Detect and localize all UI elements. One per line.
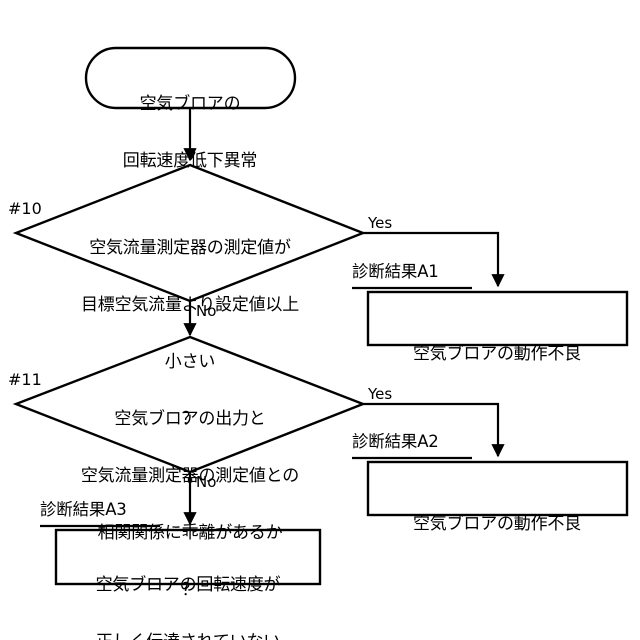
decision-11-no-label: No <box>196 473 217 491</box>
result-a3-label: 診断結果A3 <box>40 500 127 519</box>
connector-d11-yes <box>363 402 505 458</box>
result-a2-text: 空気ブロアの動作不良 <box>372 477 622 572</box>
result-a2-shape <box>366 460 629 517</box>
start-node-line-1: 空気ブロアの <box>139 94 241 115</box>
result-a1-text: 空気ブロアの動作不良 <box>372 307 622 402</box>
decision-10-no-label: No <box>196 302 217 320</box>
result-a1-shape <box>366 290 629 347</box>
result-a3-line-1: 空気ブロアの回転速度が <box>95 575 281 596</box>
decision-11-line-3: 相関関係に乖離があるか <box>97 523 283 544</box>
connector-d10-yes <box>363 231 505 288</box>
result-a3-shape <box>54 528 322 586</box>
decision-10-line-1: 空気流量測定器の測定値が <box>89 238 291 259</box>
decision-11-text: 空気ブロアの出力と 空気流量測定器の測定値との 相関関係に乖離があるか ？ <box>35 372 345 638</box>
result-a3-line-2: 正しく伝達されていない <box>53 633 323 640</box>
start-node-line-2: 回転速度低下異常 <box>122 151 258 172</box>
result-a2-label: 診断結果A2 <box>352 432 439 451</box>
decision-10-line-3: 小さい <box>164 352 216 373</box>
decision-10-line-2: 目標空気流量より設定値以上 <box>80 295 300 316</box>
decision-10-text: 空気流量測定器の測定値が 目標空気流量より設定値以上 小さい ？ <box>40 201 340 467</box>
result-a2-line-1: 空気ブロアの動作不良 <box>413 514 581 535</box>
decision-11-line-4: ？ <box>181 580 199 601</box>
decision-10-tag: #10 <box>8 199 42 218</box>
result-a3-text: 空気ブロアの回転速度が 正しく伝達されていない <box>53 538 323 640</box>
decision-11-line-2: 空気流量測定器の測定値との <box>80 466 300 487</box>
decision-11-yes-label: Yes <box>368 385 393 403</box>
start-node-text: 空気ブロアの 回転速度低下異常 <box>80 57 300 209</box>
decision-11-tag: #11 <box>8 370 42 389</box>
decision-10-yes-label: Yes <box>368 214 393 232</box>
decision-11-line-1: 空気ブロアの出力と <box>114 409 266 430</box>
result-a1-label: 診断結果A1 <box>352 262 439 281</box>
result-a1-line-1: 空気ブロアの動作不良 <box>413 344 581 365</box>
decision-10-line-4: ？ <box>181 409 199 430</box>
